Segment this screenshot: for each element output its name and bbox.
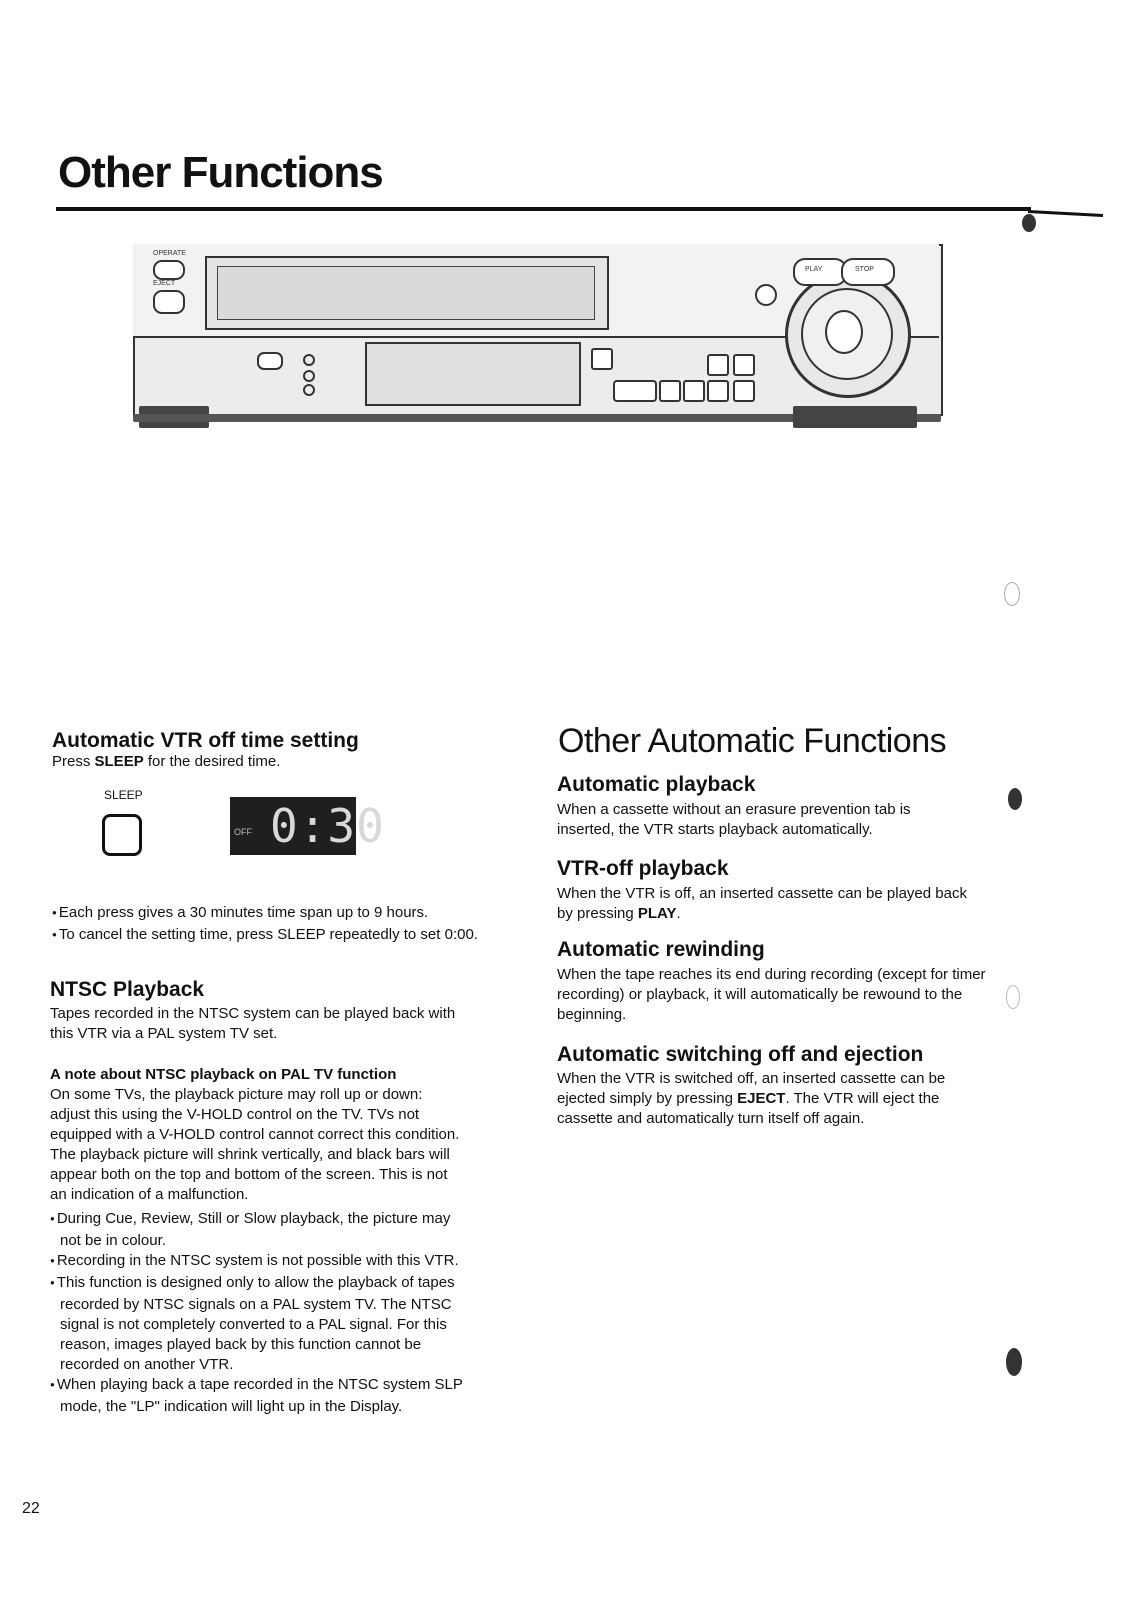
operate-button <box>153 260 185 280</box>
list-item: To cancel the setting time, press SLEEP … <box>52 925 482 947</box>
page-title: Other Functions <box>58 148 384 197</box>
auto-off-eject-body: When the VTR is switched off, an inserte… <box>557 1070 946 1127</box>
list-item: During Cue, Review, Still or Slow playba… <box>50 1209 470 1251</box>
ntsc-heading: NTSC Playback <box>50 978 205 1001</box>
list-item: Each press gives a 30 minutes time span … <box>52 903 482 925</box>
indicator-dot <box>303 354 315 366</box>
ntsc-note-heading: A note about NTSC playback on PAL TV fun… <box>50 1066 397 1083</box>
video-filter-switch <box>257 352 283 370</box>
eject-label: EJECT <box>153 280 176 287</box>
operate-label: OPERATE <box>153 250 186 257</box>
play-button: PLAY <box>793 258 847 286</box>
binding-hole-mark <box>1008 788 1022 810</box>
panel-button <box>707 354 729 376</box>
vtr-off-playback-body: When the VTR is off, an inserted cassett… <box>557 885 967 922</box>
vcr-foot-right <box>793 406 917 428</box>
sleep-section-heading: Automatic VTR off time setting <box>52 729 359 752</box>
ntsc-bullets: During Cue, Review, Still or Slow playba… <box>50 1209 470 1417</box>
vtr-off-playback-heading: VTR-off playback <box>557 857 729 880</box>
ntsc-note-body: On some TVs, the playback picture may ro… <box>50 1086 460 1203</box>
eject-button <box>153 290 185 314</box>
list-item: When playing back a tape recorded in the… <box>50 1375 470 1417</box>
auto-playback-body: When a cassette without an erasure preve… <box>557 801 911 838</box>
page-number: 22 <box>22 1500 40 1517</box>
auto-off-eject-heading: Automatic switching off and ejection <box>557 1043 924 1066</box>
panel-button <box>733 380 755 402</box>
play-label: PLAY <box>805 266 823 273</box>
indicator-dot <box>303 370 315 382</box>
sleep-button-label: SLEEP <box>104 788 143 802</box>
binding-hole-mark <box>1004 582 1020 606</box>
list-item: This function is designed only to allow … <box>50 1273 470 1375</box>
pause-button <box>755 284 777 306</box>
panel-button <box>659 380 681 402</box>
auto-playback-heading: Automatic playback <box>557 773 756 796</box>
list-item: Recording in the NTSC system is not poss… <box>50 1251 470 1273</box>
sleep-bullets: Each press gives a 30 minutes time span … <box>52 903 482 947</box>
cassette-door <box>217 266 595 320</box>
panel-button <box>733 354 755 376</box>
indicator-dot <box>303 384 315 396</box>
right-column-heading: Other Automatic Functions <box>558 722 947 760</box>
auto-rewind-heading: Automatic rewinding <box>557 938 765 961</box>
display-time: 0:30 <box>270 799 385 853</box>
vcr-front-panel-illustration: OPERATE EJECT PLAY STOP <box>133 244 943 444</box>
binding-hole-mark <box>1022 214 1036 232</box>
binding-hole-mark <box>1006 1348 1022 1376</box>
sleep-button-illustration <box>102 814 142 856</box>
stop-button: STOP <box>841 258 895 286</box>
display-off-indicator: OFF <box>234 827 252 837</box>
binding-hole-mark <box>1006 985 1020 1009</box>
panel-button <box>707 380 729 402</box>
auto-rewind-body: When the tape reaches its end during rec… <box>557 966 986 1023</box>
sleep-timer-display: OFF 0:30 <box>230 797 384 855</box>
title-rule <box>56 207 1031 211</box>
jog-dial <box>825 310 863 354</box>
front-display-window <box>365 342 581 406</box>
panel-button <box>683 380 705 402</box>
panel-button-wide <box>613 380 657 402</box>
vcr-base <box>133 414 941 422</box>
stop-label: STOP <box>855 266 874 273</box>
sleep-intro: Press SLEEP for the desired time. <box>52 753 281 770</box>
ntsc-body: Tapes recorded in the NTSC system can be… <box>50 1005 456 1042</box>
title-rule-tail <box>1027 210 1104 217</box>
panel-button <box>591 348 613 370</box>
